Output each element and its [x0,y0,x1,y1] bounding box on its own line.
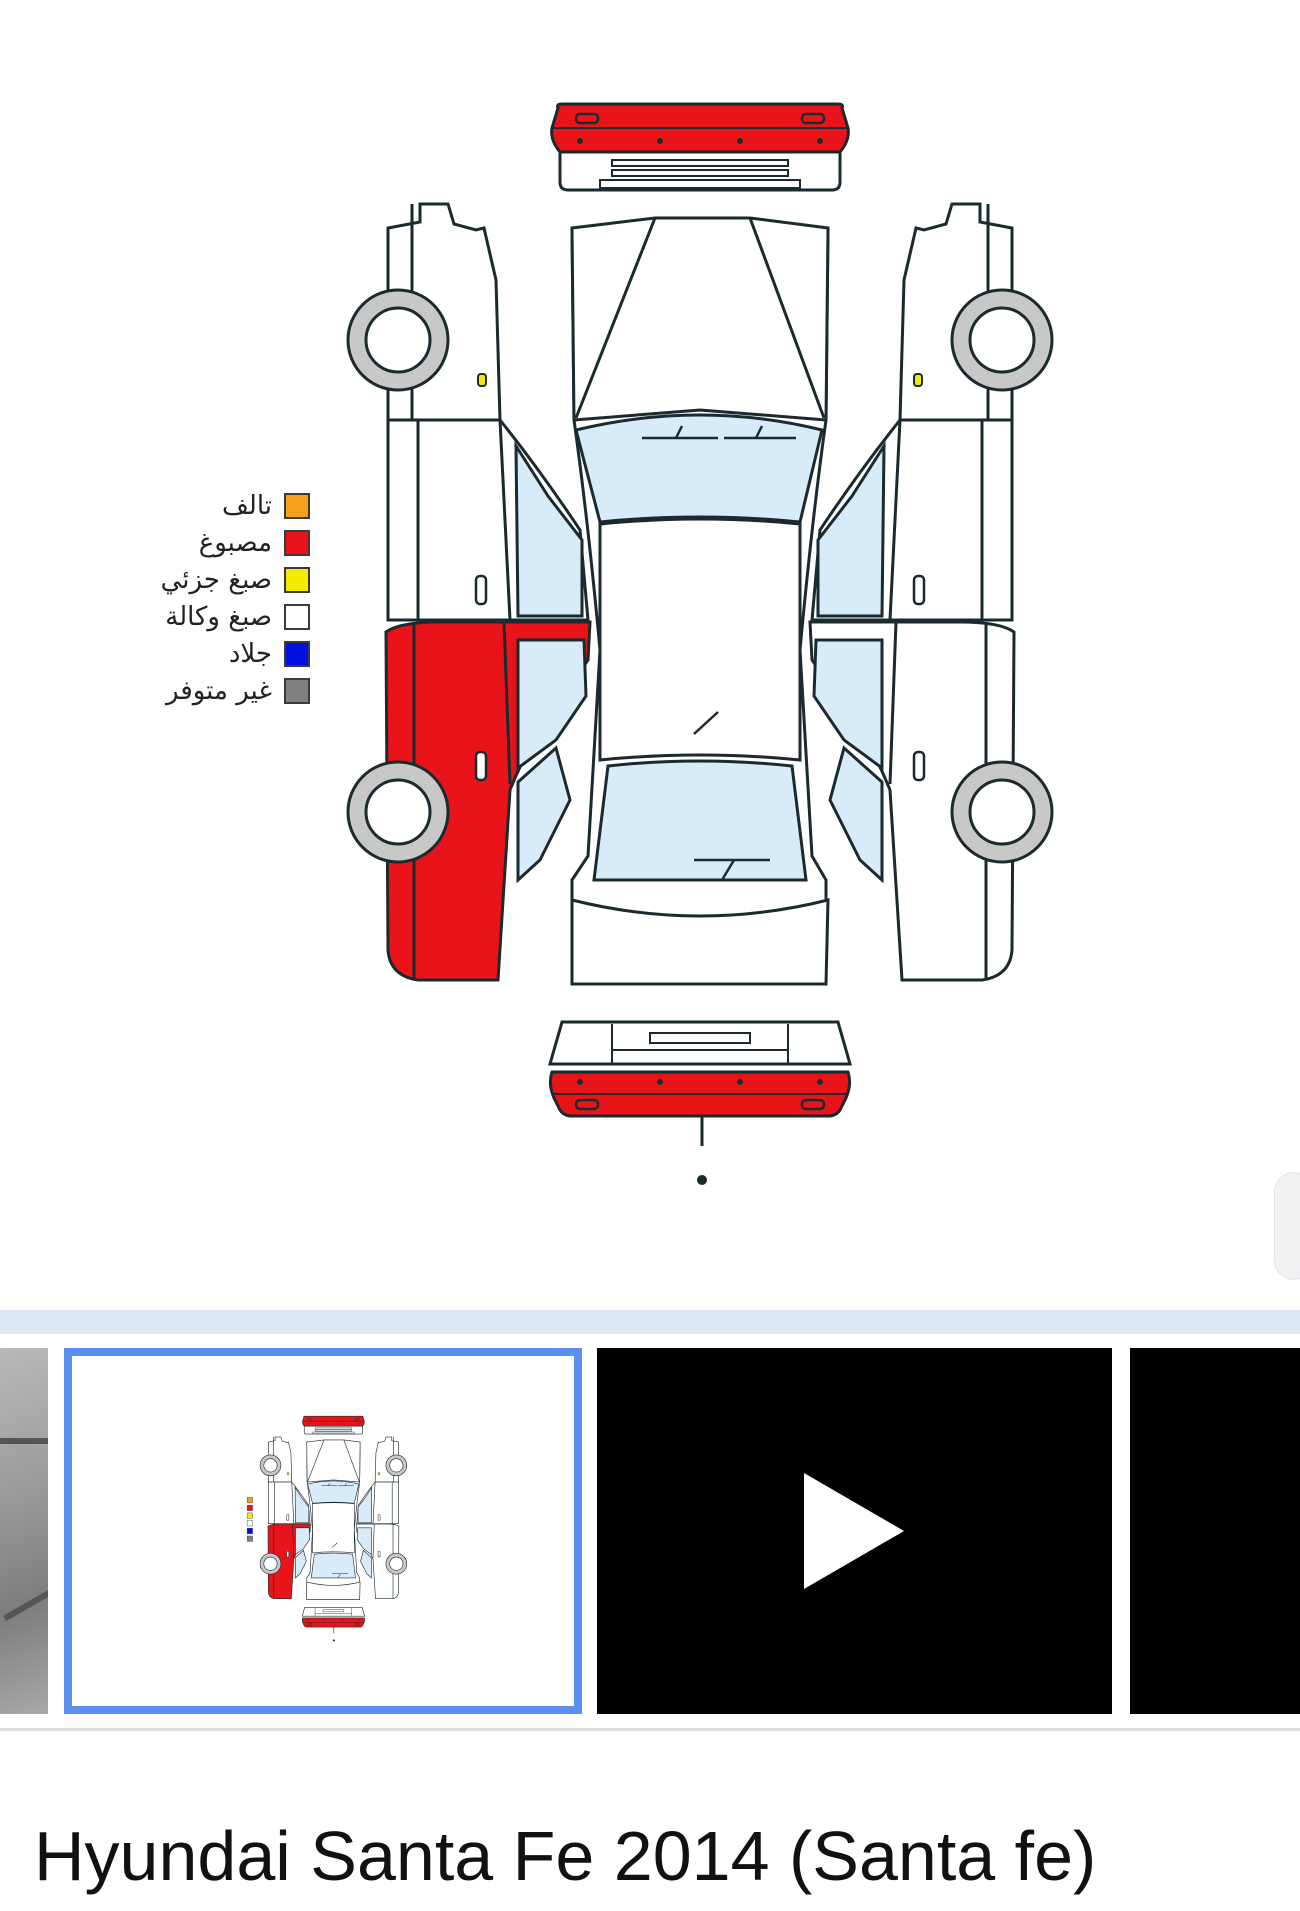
legend-swatch [284,530,310,556]
thumbnail-divider [0,1728,1300,1731]
gallery-next-handle[interactable] [1274,1172,1300,1280]
listing-title: Hyundai Santa Fe 2014 (Santa fe) [34,1817,1097,1895]
legend-item-damaged: تالف [222,492,310,520]
video-thumbnail-2[interactable] [1130,1348,1300,1714]
car-diagram-thumbnail[interactable] [64,1348,582,1714]
car-condition-diagram: تالف مصبوغ صبغ جزئي صبغ وكالة جلاد غير م… [160,102,1300,1280]
legend-label: صبغ جزئي [160,565,272,595]
legend-label: تالف [222,491,272,521]
play-icon[interactable] [804,1473,904,1589]
legend-label: مصبوغ [198,528,272,558]
legend-item-partial-paint: صبغ جزئي [161,566,310,594]
photo-thumbnail[interactable] [0,1348,48,1714]
legend-item-wrap: جلاد [229,640,310,668]
legend-label: غير متوفر [165,676,272,706]
section-separator [0,1310,1300,1334]
car-diagram-thumbnail-image [246,1415,408,1642]
legend-item-unavailable: غير متوفر [166,677,310,705]
car-diagram-svg [346,102,1054,1187]
legend-swatch [284,493,310,519]
legend-item-painted: مصبوغ [199,529,310,557]
legend-label: جلاد [228,639,272,669]
legend-swatch [284,567,310,593]
legend-label: صبغ وكالة [165,602,272,632]
thumbnail-strip[interactable] [0,1334,1300,1728]
legend-swatch [284,604,310,630]
legend-item-factory-paint: صبغ وكالة [165,603,310,631]
video-thumbnail[interactable] [597,1348,1112,1714]
legend-swatch [284,678,310,704]
legend-swatch [284,641,310,667]
